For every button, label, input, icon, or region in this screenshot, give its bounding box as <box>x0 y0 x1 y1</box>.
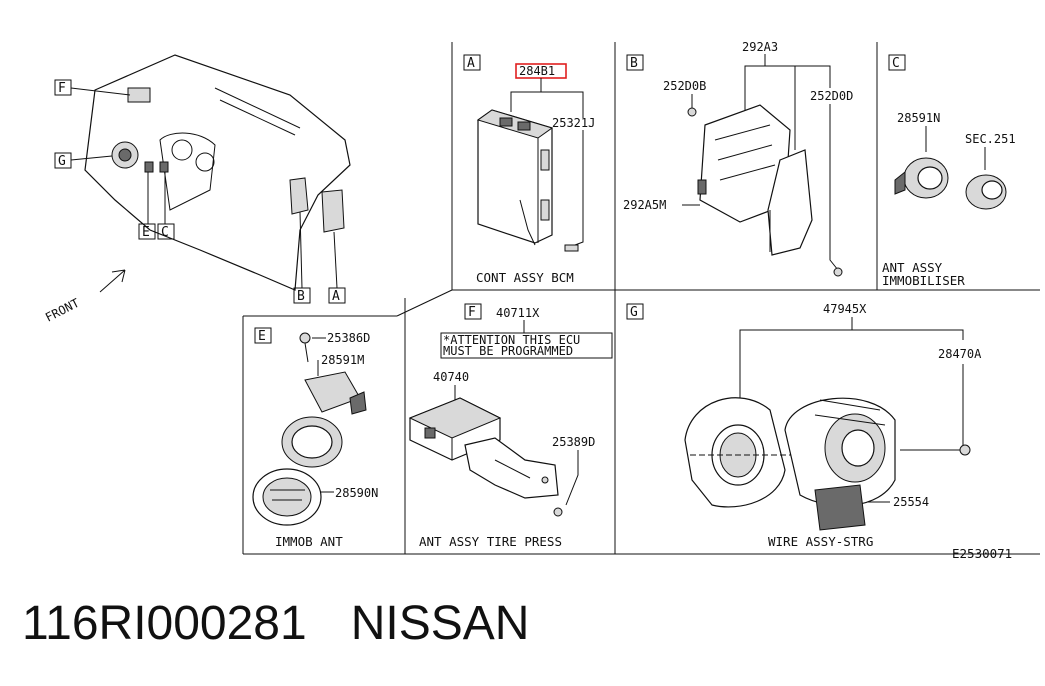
part-40711x: 40711X <box>496 306 540 320</box>
part-284b1: 284B1 <box>519 64 555 78</box>
notice-line-1: *ATTENTION THIS ECU <box>443 333 580 347</box>
part-292a3: 292A3 <box>742 40 778 54</box>
section-g: G 47945X 28470A 25554 WIRE ASSY-STRG <box>626 302 982 549</box>
dashboard-overview <box>84 54 351 291</box>
callout-c: C <box>161 225 169 240</box>
section-a-letter: A <box>467 56 475 71</box>
notice-line-2: MUST BE PROGRAMMED <box>443 344 573 358</box>
overview-callouts: F G E C B A <box>54 79 346 304</box>
front-label: FRONT <box>43 296 82 325</box>
section-c-letter: C <box>892 56 900 71</box>
section-e: E 25386D 28591M 28590N IMMOB ANT <box>252 327 378 549</box>
section-g-letter: G <box>630 305 638 320</box>
callout-f: F <box>58 81 66 96</box>
footer-part-number: 116RI000281 <box>22 597 307 650</box>
part-252d0d: 252D0D <box>810 89 853 103</box>
section-f-letter: F <box>468 305 476 320</box>
part-28591m: 28591M <box>321 353 364 367</box>
part-252d0b: 252D0B <box>663 79 706 93</box>
front-indicator: FRONT <box>43 269 126 325</box>
part-25321j: 25321J <box>552 116 595 130</box>
footer-brand: NISSAN <box>350 597 530 650</box>
part-25386d: 25386D <box>327 331 370 345</box>
programming-notice <box>440 332 613 359</box>
section-c: C 28591N SEC.251 ANT ASSY IMMOBILISER <box>882 54 1016 288</box>
callout-a: A <box>332 289 340 304</box>
section-frames <box>242 42 1040 555</box>
section-f-caption: ANT ASSY TIRE PRESS <box>419 534 562 549</box>
part-28591n: 28591N <box>897 111 940 125</box>
callout-e: E <box>142 225 150 240</box>
callout-b: B <box>297 289 305 304</box>
section-e-letter: E <box>258 329 266 344</box>
part-28590n: 28590N <box>335 486 378 500</box>
part-28470a: 28470A <box>938 347 982 361</box>
diagram-code: E2530071 <box>952 546 1012 561</box>
section-b: B 292A3 252D0B 252D0D 292A5M <box>623 40 853 277</box>
part-25554: 25554 <box>893 495 929 509</box>
part-sec251: SEC.251 <box>965 132 1016 146</box>
section-b-letter: B <box>630 56 638 71</box>
callout-g: G <box>58 154 66 169</box>
footer: 116RI000281 NISSAN <box>22 596 573 651</box>
section-a-caption: CONT ASSY BCM <box>476 270 574 285</box>
section-f: F 40711X *ATTENTION THIS ECU MUST BE PRO… <box>408 303 613 549</box>
part-25389d: 25389D <box>552 435 595 449</box>
section-a: A 284B1 25321J CONT ASSY BCM <box>463 54 595 285</box>
section-c-caption-1: ANT ASSY <box>882 260 943 275</box>
part-40740: 40740 <box>433 370 469 384</box>
section-c-caption-2: IMMOBILISER <box>882 273 965 288</box>
part-292a5m: 292A5M <box>623 198 666 212</box>
section-g-caption: WIRE ASSY-STRG <box>768 534 873 549</box>
section-e-caption: IMMOB ANT <box>275 534 343 549</box>
part-47945x: 47945X <box>823 302 867 316</box>
